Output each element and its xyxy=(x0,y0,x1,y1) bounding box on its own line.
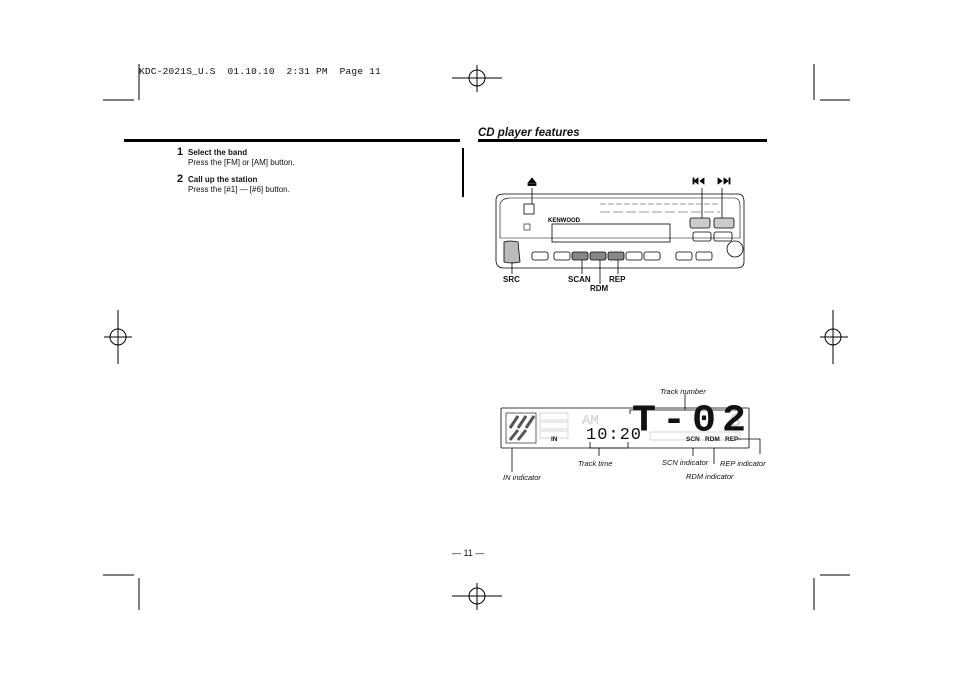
right-header-rule xyxy=(478,139,767,142)
step-number: 2 xyxy=(177,173,184,185)
caption-track-time: Track time xyxy=(578,459,613,468)
brand-logo: KENWOOD xyxy=(548,218,581,224)
step-title: Call up the station xyxy=(188,175,258,184)
track-number-readout: T-02 xyxy=(632,400,753,443)
step-body: Press the [#1] — [#6] button. xyxy=(188,185,290,194)
lcd-display-illustration: AM S xyxy=(500,394,761,472)
src-label: SRC xyxy=(503,275,520,284)
caption-rdm-indicator: RDM indicator xyxy=(686,472,734,481)
scn-indicator: SCN xyxy=(686,436,700,443)
left-vertical-rule xyxy=(462,148,464,197)
header-slug: KDC-2021S_U.S 01.10.10 2:31 PM Page 11 xyxy=(139,66,381,77)
track-time-readout: 10:20 xyxy=(586,426,643,445)
caption-track-number: Track number xyxy=(660,387,706,396)
page-number: — 11 — xyxy=(452,548,485,558)
step-number: 1 xyxy=(177,146,184,158)
left-header-rule xyxy=(124,139,460,142)
rep-label: REP xyxy=(609,275,626,284)
step-body: Press the [FM] or [AM] button. xyxy=(188,158,295,167)
faceplate-illustration: KENWOOD xyxy=(495,177,745,284)
in-indicator: IN xyxy=(551,436,558,443)
rep-indicator: REP xyxy=(725,436,739,443)
caption-in-indicator: IN indicator xyxy=(503,473,541,482)
svg-text:S: S xyxy=(730,412,741,432)
caption-rep-indicator: REP indicator xyxy=(720,459,766,468)
svg-text:AM: AM xyxy=(582,413,599,429)
rdm-label: RDM xyxy=(590,284,609,293)
scan-label: SCAN xyxy=(568,275,591,284)
step-title: Select the band xyxy=(188,148,248,157)
section-title: CD player features xyxy=(478,127,580,139)
rdm-indicator: RDM xyxy=(705,436,720,443)
caption-scn-indicator: SCN indicator xyxy=(662,458,709,467)
